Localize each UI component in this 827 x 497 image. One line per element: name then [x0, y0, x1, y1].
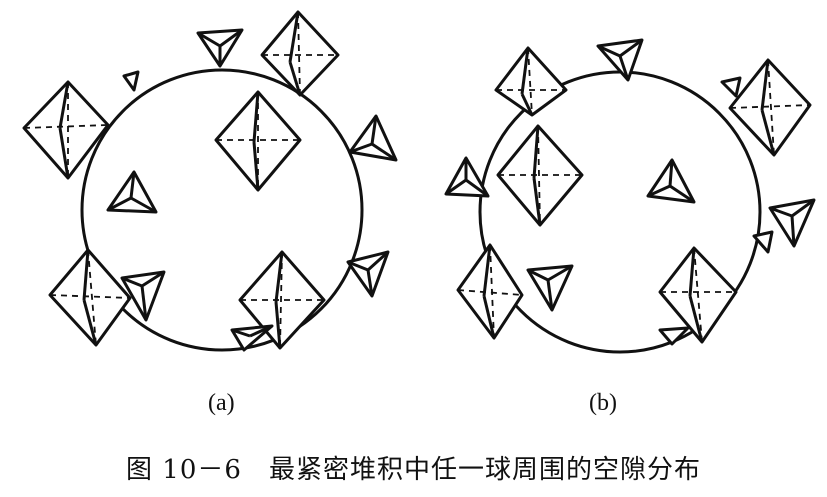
- octahedral-void: [214, 90, 302, 192]
- octahedral-void: [238, 250, 326, 350]
- panel-a-label: (a): [208, 390, 235, 416]
- octahedral-void: [260, 10, 340, 97]
- tetrahedral-void: [526, 264, 574, 312]
- sphere-a: [80, 68, 364, 352]
- tetrahedral-void: [768, 198, 816, 248]
- tetrahedral-void: [646, 158, 696, 204]
- octahedral-void: [48, 248, 132, 347]
- octahedral-void: [22, 80, 110, 180]
- tetrahedral-void: [346, 250, 390, 298]
- tetrahedral-void: [196, 28, 244, 68]
- tetrahedral-void: [106, 170, 158, 214]
- tetrahedral-void: [444, 156, 490, 198]
- octahedral-void: [494, 46, 568, 117]
- tetrahedral-void: [230, 324, 274, 352]
- tetrahedral-void: [122, 70, 140, 92]
- panel-a: [22, 10, 398, 352]
- panel-b: [444, 38, 816, 354]
- tetrahedral-void: [658, 326, 690, 346]
- octahedral-void: [496, 124, 584, 227]
- tetrahedral-void: [596, 38, 644, 82]
- tetrahedral-void: [120, 270, 166, 322]
- octahedral-void: [456, 243, 524, 340]
- octahedral-void: [658, 246, 738, 344]
- tetrahedral-void: [720, 76, 742, 98]
- tetrahedral-void: [348, 114, 398, 162]
- figure-caption: 图 10－6 最紧密堆积中任一球周围的空隙分布: [126, 455, 701, 485]
- octahedral-void: [728, 58, 812, 157]
- panel-b-label: (b): [589, 390, 617, 416]
- tetrahedral-void: [752, 230, 774, 254]
